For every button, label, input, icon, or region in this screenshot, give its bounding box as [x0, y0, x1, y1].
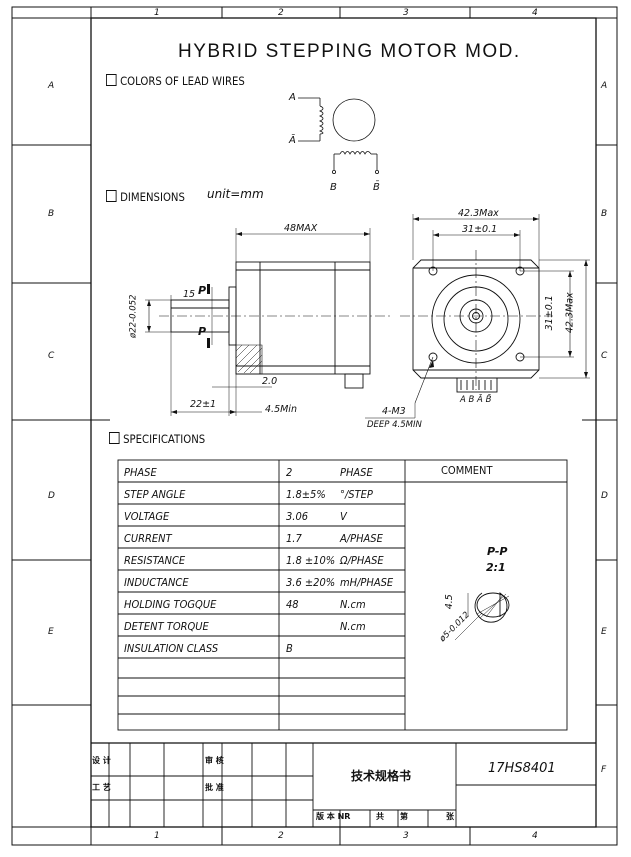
dim-shaft-len: 15	[183, 289, 196, 300]
outer-frame	[11, 6, 618, 846]
spec-value: 2	[286, 466, 293, 479]
zone-col-2-top: 2	[278, 8, 284, 18]
spec-name: PHASE	[124, 466, 157, 479]
tb-review: 审 核	[205, 756, 224, 765]
detail-scale: 2:1	[486, 561, 506, 574]
tb-process: 工 艺	[92, 783, 111, 792]
shaft-detail	[454, 592, 510, 641]
motor-front-view	[365, 214, 590, 419]
spec-name: INSULATION CLASS	[124, 642, 219, 655]
zone-col-2-bottom: 2	[278, 831, 284, 841]
spec-unit: °/STEP	[340, 488, 373, 501]
dim-screw-depth: DEEP 4.5MIN	[367, 420, 422, 430]
spec-unit: N.cm	[340, 620, 366, 633]
unit-label: unit=mm	[207, 187, 264, 201]
zone-row-d-left: D	[48, 491, 55, 501]
spec-name: VOLTAGE	[124, 510, 170, 523]
spec-value: B	[286, 642, 293, 655]
dim-gap: 4.5Min	[265, 404, 297, 415]
zone-row-c-left: C	[48, 351, 55, 361]
dim-hole-pitch-v: 31±0.1	[543, 295, 555, 331]
motor-side-view	[145, 228, 390, 416]
lead-wire-schematic	[298, 97, 379, 174]
zone-row-d-right: D	[601, 491, 608, 501]
section-lead-wires: COLORS OF LEAD WIRES	[106, 74, 245, 88]
title-block-grid	[91, 742, 596, 827]
spec-unit: A/PHASE	[340, 532, 383, 545]
dim-flange-thk: 2.0	[262, 376, 278, 387]
zone-row-a-right: A	[601, 81, 608, 91]
zone-row-e-right: E	[601, 627, 607, 637]
spec-name: STEP ANGLE	[124, 488, 186, 501]
dim-shaft-dia: ø22-0.052	[128, 294, 139, 338]
spec-value: 1.7	[286, 532, 302, 545]
zone-col-1-bottom: 1	[154, 831, 160, 841]
tb-approve: 批 准	[205, 783, 224, 792]
spec-value: 1.8 ±10%	[286, 554, 336, 567]
connector-pins: A B Ā B̄	[460, 395, 492, 405]
tb-doc-title: 技术规格书	[351, 769, 412, 783]
spec-table-grid	[117, 459, 568, 731]
checkbox-icon	[109, 432, 120, 444]
zone-col-1-top: 1	[154, 8, 160, 18]
spec-unit: Ω/PHASE	[340, 554, 384, 567]
zone-col-4-top: 4	[532, 8, 538, 18]
dim-width: 42.3Max	[458, 208, 499, 219]
section-mark-p-top: P	[198, 284, 207, 297]
spec-unit: mH/PHASE	[340, 576, 394, 589]
zone-row-f-right: F	[601, 765, 607, 775]
tb-sheets: 共	[376, 812, 384, 821]
zone-row-e-left: E	[48, 627, 54, 637]
zone-col-4-bottom: 4	[532, 831, 538, 841]
section-mark-p-bottom: P	[198, 325, 207, 338]
spec-name: CURRENT	[124, 532, 172, 545]
spec-value: 1.8±5%	[286, 488, 326, 501]
checkbox-icon	[106, 190, 117, 202]
spec-unit: PHASE	[340, 466, 373, 479]
spec-unit: V	[340, 510, 347, 523]
drawing-title: HYBRID STEPPING MOTOR MOD.	[178, 41, 521, 62]
tb-page: 第	[400, 812, 408, 821]
comment-header: COMMENT	[441, 464, 493, 477]
spec-value: 3.6 ±20%	[286, 576, 336, 589]
tb-model: 17HS8401	[488, 761, 556, 776]
section-specifications: SPECIFICATIONS	[109, 432, 205, 446]
dim-screw: 4-M3	[382, 406, 406, 417]
zone-col-3-bottom: 3	[403, 831, 409, 841]
spec-value: 48	[286, 598, 299, 611]
spec-name: INDUCTANCE	[124, 576, 189, 589]
detail-flat: 4.5	[443, 594, 455, 610]
zone-row-a-left: A	[48, 81, 55, 91]
section-dimensions: DIMENSIONS	[106, 190, 185, 204]
zone-row-b-left: B	[48, 209, 55, 219]
spec-name: HOLDING TOGQUE	[124, 598, 217, 611]
spec-name: RESISTANCE	[124, 554, 186, 567]
wire-label-b-bar: B̄	[373, 182, 380, 193]
checkbox-icon	[106, 74, 117, 86]
dim-height: 42.3Max	[564, 292, 576, 334]
tb-page-suffix: 张	[446, 812, 454, 821]
zone-col-3-top: 3	[403, 8, 409, 18]
tb-version: 版 本 NR	[316, 812, 351, 821]
detail-title: P-P	[487, 545, 508, 558]
zone-row-b-right: B	[601, 209, 608, 219]
wire-label-b: B	[330, 182, 337, 193]
spec-unit: N.cm	[340, 598, 366, 611]
wire-label-a-bar: Ā	[289, 135, 296, 146]
tb-design: 设 计	[92, 756, 111, 765]
dim-length: 48MAX	[284, 223, 318, 234]
spec-name: DETENT TORQUE	[124, 620, 209, 633]
dim-boss-len: 22±1	[190, 399, 217, 410]
dim-hole-pitch: 31±0.1	[462, 224, 498, 235]
wire-label-a: A	[289, 92, 296, 103]
spec-value: 3.06	[286, 510, 309, 523]
inner-frame	[90, 17, 597, 828]
zone-row-c-right: C	[601, 351, 608, 361]
